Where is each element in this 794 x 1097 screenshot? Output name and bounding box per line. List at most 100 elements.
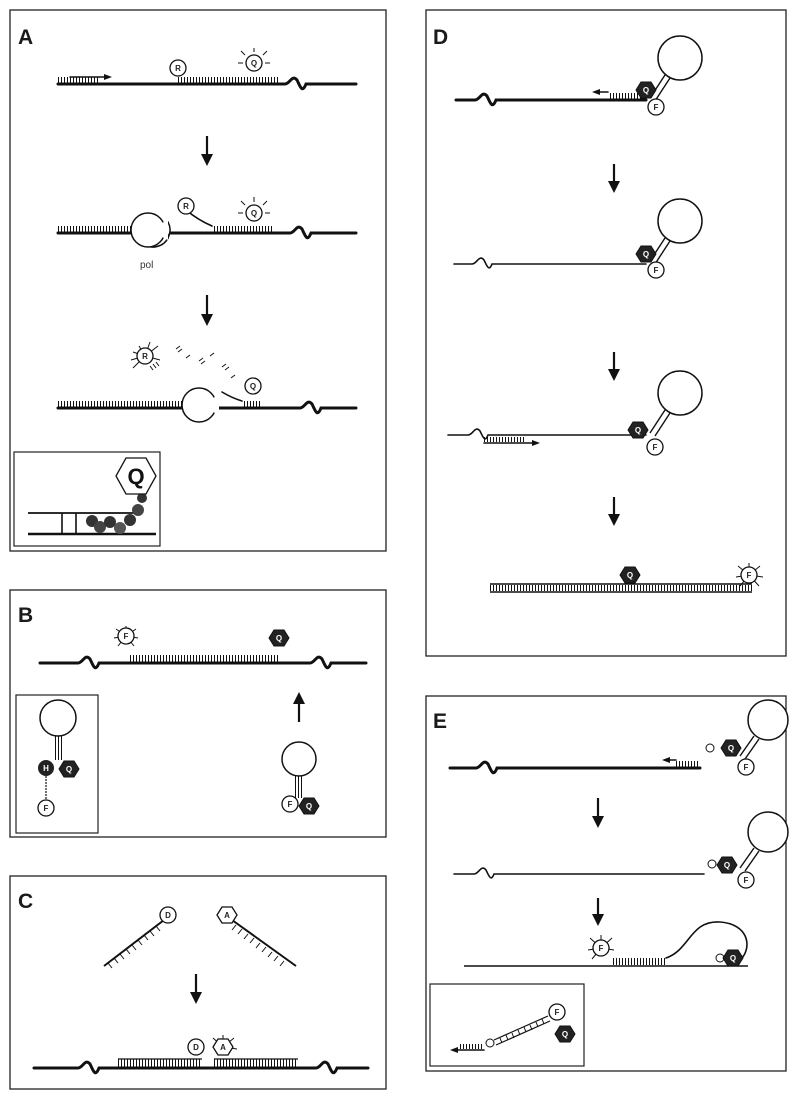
- quencher-q-label: Q: [251, 59, 257, 68]
- fluor-label: F: [599, 944, 604, 953]
- down-arrow: [608, 352, 620, 381]
- hybrid-hatch: [612, 958, 666, 965]
- quencher-q-label: Q: [250, 382, 256, 391]
- panel-e-step3: F Q: [464, 921, 748, 967]
- inset-arrowhead: [450, 1047, 458, 1053]
- beacon-loop: [657, 198, 703, 244]
- beacon-q-hex: [298, 797, 320, 815]
- new-primer-arrowhead: [532, 440, 540, 446]
- quencher-burst: [238, 197, 270, 214]
- inset-q-hex: [554, 1025, 576, 1043]
- panel-d-step1: Q F: [454, 35, 703, 116]
- panel-d: D Q F Q F: [425, 9, 787, 657]
- quencher-label: Q: [627, 571, 633, 580]
- acceptor-probe-hatch: [231, 924, 285, 967]
- inset-f-label: F: [555, 1008, 560, 1017]
- acceptor-a-label: A: [224, 911, 230, 920]
- quencher-hex: [720, 739, 742, 757]
- quencher-hex: [722, 949, 744, 967]
- inset-loop: [39, 699, 77, 737]
- beacon-q-label: Q: [306, 802, 312, 811]
- beacon-loop: [281, 741, 317, 777]
- reporter-r-label: R: [183, 202, 189, 211]
- panel-a-label: A: [18, 26, 33, 49]
- primer-arrowhead: [104, 74, 112, 80]
- free-beacon: F Q: [281, 741, 320, 815]
- donor-d-label: D: [165, 911, 171, 920]
- panel-d-step2: Q F: [453, 198, 703, 279]
- panel-b-label: B: [18, 604, 33, 627]
- primer-arrowhead: [592, 89, 600, 95]
- probe-hatch: [178, 77, 278, 83]
- donor-bound-hatch: [118, 1059, 202, 1067]
- beacon-f-label: F: [288, 800, 293, 809]
- acceptor-bound-label: A: [220, 1043, 226, 1052]
- probe-hatch: [212, 226, 272, 232]
- fluor-label: F: [653, 443, 658, 452]
- panel-e-inset: F Q: [429, 983, 585, 1067]
- fluor-f: [647, 261, 665, 279]
- quencher-label: Q: [276, 634, 282, 643]
- fluor-f: [740, 566, 758, 584]
- beacon-loop: [657, 370, 703, 416]
- panel-a-step1: R Q: [56, 48, 358, 91]
- quencher-hex: [635, 81, 657, 99]
- template-strand: [453, 257, 647, 269]
- remaining-probe-flap: [221, 391, 243, 402]
- beacon-loop: [747, 811, 789, 853]
- quencher-burst: [238, 48, 270, 64]
- fluor-f: [592, 939, 610, 957]
- inset-stem-hatch: [499, 1018, 545, 1044]
- panel-e-inset-frame: [429, 983, 585, 1067]
- blocker: [705, 743, 715, 753]
- inset-quencher-hex: [115, 457, 157, 495]
- panel-d-step3: Q F: [447, 370, 703, 456]
- quencher-hex: [716, 856, 738, 874]
- panel-e: E Q F Q: [425, 695, 789, 1072]
- inset-f: [548, 1003, 566, 1021]
- panel-c-label: C: [18, 890, 33, 913]
- fluor-f: [737, 871, 755, 889]
- double-strand-hatch: [490, 585, 752, 591]
- quencher-label: Q: [643, 86, 649, 95]
- template-strand: [56, 76, 358, 91]
- reporter-r: [177, 197, 195, 215]
- probe-loop-strand: [665, 921, 748, 959]
- panel-b-inset: H Q F: [15, 694, 99, 834]
- inset-q-hex: [58, 760, 80, 778]
- down-arrow: [608, 164, 620, 193]
- quencher-hex: [635, 245, 657, 263]
- panel-d-frame: [425, 9, 787, 657]
- polymerase-mouth: [148, 220, 168, 240]
- blocker: [707, 859, 717, 869]
- inset-q-label: Q: [66, 765, 72, 774]
- panel-d-label: D: [433, 26, 448, 49]
- extended-hatch: [58, 226, 132, 232]
- donor-bound-label: D: [193, 1043, 199, 1052]
- primer-hatch: [58, 77, 100, 83]
- remaining-probe-hatch: [242, 401, 262, 407]
- down-arrow: [592, 898, 604, 926]
- acceptor-bound-a: [212, 1038, 234, 1056]
- template-strand: [453, 867, 705, 879]
- extended-hatch: [58, 401, 190, 407]
- fluor-f-label: F: [124, 632, 129, 641]
- panel-a-step3: R Q: [56, 341, 358, 423]
- released-reporter-r: [136, 347, 154, 365]
- fluor-f: [737, 758, 755, 776]
- target-strand: [38, 655, 368, 670]
- donor-d: [159, 906, 177, 924]
- inset-f: [37, 799, 55, 817]
- quencher-label: Q: [643, 250, 649, 259]
- fluor-label: F: [654, 103, 659, 112]
- panel-d-step4: Q F: [490, 563, 764, 593]
- inset-quencher-label: Q: [127, 464, 144, 489]
- down-arrow: [201, 136, 213, 166]
- inset-h: [38, 760, 54, 776]
- quencher-q: [244, 377, 262, 395]
- panel-b: B F Q H Q F: [9, 589, 387, 838]
- probe-hatch: [610, 93, 644, 99]
- released-fragment: [149, 361, 160, 371]
- panel-e-step1: Q F: [448, 699, 789, 776]
